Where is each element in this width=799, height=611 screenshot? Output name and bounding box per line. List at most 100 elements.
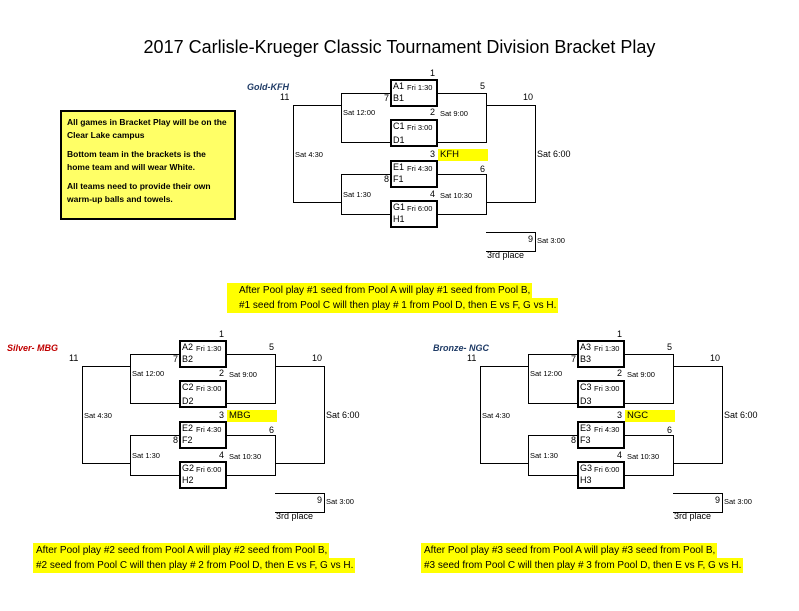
game-1-box bbox=[390, 79, 438, 107]
silver-game-number-10: 10 bbox=[312, 353, 323, 363]
note-2: Bottom team in the brackets is the home … bbox=[67, 149, 206, 172]
silver-game-number-5: 5 bbox=[269, 342, 275, 352]
note-3: All teams need to provide their own warm… bbox=[67, 181, 211, 204]
gold-time-e: Fri 4:30 bbox=[407, 164, 433, 173]
silver-footer-line-2: #2 seed from Pool C will then play # 2 f… bbox=[33, 558, 356, 573]
silver-game-number-7: 7 bbox=[173, 354, 179, 364]
silver-time-a: Fri 1:30 bbox=[196, 344, 222, 353]
silver-game-number-8: 8 bbox=[173, 435, 179, 445]
game-4-box bbox=[179, 461, 227, 489]
gold-game-number-1: 1 bbox=[430, 68, 436, 78]
game-3-box bbox=[577, 421, 625, 449]
silver-team-g: G2 bbox=[182, 463, 195, 473]
bronze-game-number-5: 5 bbox=[667, 342, 673, 352]
bronze-time-game-9: Sat 3:00 bbox=[724, 497, 752, 506]
silver-team-b: B2 bbox=[182, 354, 194, 364]
game-3-box bbox=[390, 160, 438, 188]
bronze-footer-line-2: #3 seed from Pool C will then play # 3 f… bbox=[421, 558, 744, 573]
gold-game-number-2: 2 bbox=[430, 107, 436, 117]
game-4-box bbox=[390, 200, 438, 228]
gold-third-place-label: 3rd place bbox=[487, 250, 525, 260]
gold-team-f: F1 bbox=[393, 174, 404, 184]
bronze-third-place-label: 3rd place bbox=[674, 511, 712, 521]
silver-time-c: Fri 3:00 bbox=[196, 384, 222, 393]
gold-team-g: G1 bbox=[393, 202, 406, 212]
gold-division-champion: KFH bbox=[438, 149, 488, 161]
gold-division-label: Gold-KFH bbox=[247, 82, 289, 92]
silver-game-number-1: 1 bbox=[219, 329, 225, 339]
silver-game-number-6: 6 bbox=[269, 425, 275, 435]
silver-time-game-11: Sat 4:30 bbox=[84, 411, 112, 420]
game-4-box bbox=[577, 461, 625, 489]
gold-footer-line-2: #1 seed from Pool C will then play # 1 f… bbox=[227, 298, 559, 313]
gold-team-c: C1 bbox=[393, 121, 405, 131]
gold-time-game-9: Sat 3:00 bbox=[537, 236, 565, 245]
bronze-game-number-1: 1 bbox=[617, 329, 623, 339]
bronze-time-game-7: Sat 12:00 bbox=[530, 369, 563, 378]
gold-game-number-6: 6 bbox=[480, 164, 486, 174]
gold-game-number-11: 11 bbox=[280, 92, 290, 102]
silver-time-e: Fri 4:30 bbox=[196, 425, 222, 434]
silver-time-game-2: Sat 9:00 bbox=[229, 370, 257, 379]
game-3-box bbox=[179, 421, 227, 449]
silver-team-e: E2 bbox=[182, 423, 194, 433]
game-2-box bbox=[179, 380, 227, 408]
bronze-game-number-9: 9 bbox=[715, 495, 721, 505]
silver-team-c: C2 bbox=[182, 382, 194, 392]
gold-game-number-5: 5 bbox=[480, 81, 486, 91]
silver-time-g: Fri 6:00 bbox=[196, 465, 222, 474]
bronze-time-e: Fri 4:30 bbox=[594, 425, 620, 434]
bronze-division-label: Bronze- NGC bbox=[433, 343, 489, 353]
gold-game-number-4: 4 bbox=[430, 189, 436, 199]
gold-game-number-9: 9 bbox=[528, 234, 534, 244]
gold-time-g: Fri 6:00 bbox=[407, 204, 433, 213]
bronze-time-a: Fri 1:30 bbox=[594, 344, 620, 353]
gold-time-game-7: Sat 12:00 bbox=[343, 108, 376, 117]
gold-time-game-2: Sat 9:00 bbox=[440, 109, 468, 118]
silver-game-number-11: 11 bbox=[69, 353, 79, 363]
bronze-game-number-7: 7 bbox=[571, 354, 577, 364]
silver-time-game-4: Sat 10:30 bbox=[229, 452, 262, 461]
bronze-team-e: E3 bbox=[580, 423, 592, 433]
bronze-team-a: A3 bbox=[580, 342, 592, 352]
bronze-game-number-6: 6 bbox=[667, 425, 673, 435]
silver-time-game-10: Sat 6:00 bbox=[326, 410, 360, 420]
bronze-game-number-2: 2 bbox=[617, 368, 623, 378]
game-1-box bbox=[577, 340, 625, 368]
gold-time-game-10: Sat 6:00 bbox=[537, 149, 571, 159]
gold-time-game-11: Sat 4:30 bbox=[295, 150, 323, 159]
gold-team-h: H1 bbox=[393, 214, 405, 224]
gold-team-a: A1 bbox=[393, 81, 405, 91]
silver-third-place-label: 3rd place bbox=[276, 511, 314, 521]
silver-game-number-2: 2 bbox=[219, 368, 225, 378]
gold-time-game-4: Sat 10:30 bbox=[440, 191, 473, 200]
bronze-division-champion: NGC bbox=[625, 410, 675, 422]
silver-game-number-9: 9 bbox=[317, 495, 323, 505]
silver-time-game-7: Sat 12:00 bbox=[132, 369, 165, 378]
bronze-team-f: F3 bbox=[580, 435, 591, 445]
silver-game-number-4: 4 bbox=[219, 450, 225, 460]
bronze-time-game-8: Sat 1:30 bbox=[530, 451, 558, 460]
bronze-footer-line-1: After Pool play #3 seed from Pool A will… bbox=[421, 543, 718, 558]
game-1-box bbox=[179, 340, 227, 368]
gold-game-number-3: 3 bbox=[430, 149, 436, 159]
gold-game-number-10: 10 bbox=[523, 92, 534, 102]
bronze-team-c: C3 bbox=[580, 382, 592, 392]
bronze-time-game-4: Sat 10:30 bbox=[627, 452, 660, 461]
silver-team-h: H2 bbox=[182, 475, 194, 485]
game-2-box bbox=[390, 119, 438, 147]
silver-game-number-3: 3 bbox=[219, 410, 225, 420]
bronze-time-game-11: Sat 4:30 bbox=[482, 411, 510, 420]
bronze-team-b: B3 bbox=[580, 354, 592, 364]
bronze-game-number-8: 8 bbox=[571, 435, 577, 445]
gold-time-a: Fri 1:30 bbox=[407, 83, 433, 92]
gold-time-c: Fri 3:00 bbox=[407, 123, 433, 132]
silver-footer-line-1: After Pool play #2 seed from Pool A will… bbox=[33, 543, 330, 558]
note-1: All games in Bracket Play will be on the… bbox=[67, 117, 227, 140]
silver-team-a: A2 bbox=[182, 342, 194, 352]
silver-time-game-8: Sat 1:30 bbox=[132, 451, 160, 460]
bronze-team-h: H3 bbox=[580, 475, 592, 485]
bronze-time-g: Fri 6:00 bbox=[594, 465, 620, 474]
bronze-team-d: D3 bbox=[580, 396, 592, 406]
gold-game-number-7: 7 bbox=[384, 93, 390, 103]
